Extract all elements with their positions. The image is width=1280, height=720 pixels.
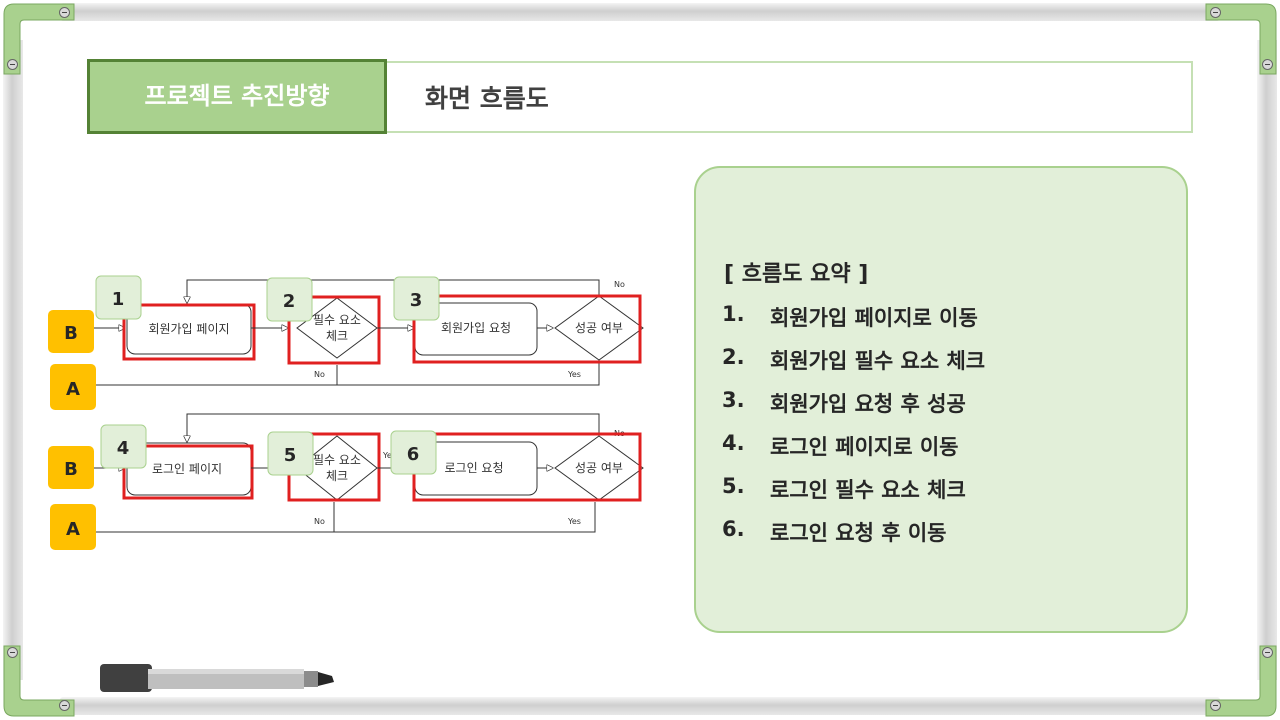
- step-badge-number: 2: [283, 291, 296, 312]
- edge-label-no: No: [314, 517, 325, 526]
- flow-diagram: No B A 회원가입 페이지 필수 요소 체크 No 회원가입 요청 성공 여…: [48, 275, 644, 550]
- connector-a-label: A: [66, 379, 80, 400]
- edge-label-no: No: [614, 280, 625, 289]
- summary-item: 1. 회원가입 페이지로 이동: [722, 302, 985, 345]
- step-badge: [95, 275, 142, 320]
- highlight-step-2: [287, 295, 381, 365]
- summary-item-text: 로그인 필수 요소 체크: [770, 478, 966, 502]
- page-title-bar: 화면 흐름도: [387, 61, 1193, 133]
- frame-screw: [7, 59, 18, 70]
- connector-a[interactable]: [50, 504, 96, 550]
- decision-label: 필수 요소: [313, 453, 361, 467]
- summary-item: 2. 회원가입 필수 요소 체크: [722, 345, 985, 388]
- summary-item-number: 3.: [722, 388, 745, 412]
- summary-item-text: 회원가입 페이지로 이동: [770, 306, 978, 330]
- process-label: 회원가입 요청: [441, 321, 511, 335]
- summary-list: 1. 회원가입 페이지로 이동 2. 회원가입 필수 요소 체크 3. 회원가입 요청…: [722, 302, 985, 560]
- frame-screw: [59, 700, 70, 711]
- flow-signup: No B A 회원가입 페이지 필수 요소 체크 No 회원가입 요청 성공 여…: [48, 275, 644, 410]
- summary-item: 3. 회원가입 요청 후 성공: [722, 388, 985, 431]
- step-badge: [393, 276, 440, 321]
- flow-line: [96, 502, 596, 533]
- process-label: 회원가입 페이지: [148, 322, 229, 336]
- summary-item: 4. 로그인 페이지로 이동: [722, 431, 985, 474]
- edge-label-yes: Yes: [567, 370, 581, 379]
- summary-item: 5. 로그인 필수 요소 체크: [722, 474, 985, 517]
- edge-label-yes: Yes: [567, 517, 581, 526]
- summary-item-text: 로그인 페이지로 이동: [770, 435, 959, 459]
- section-tab-label: 프로젝트 추진방향: [144, 82, 330, 110]
- step-badge-number: 6: [407, 444, 420, 465]
- process-label: 로그인 요청: [444, 461, 503, 475]
- summary-item: 6. 로그인 요청 후 이동: [722, 517, 985, 560]
- decision-label: 성공 여부: [575, 321, 623, 335]
- frame-screw: [1210, 700, 1221, 711]
- section-tab: 프로젝트 추진방향: [87, 59, 387, 134]
- summary-title: [ 흐름도 요약 ]: [724, 262, 869, 287]
- frame-rail-top: [60, 3, 1220, 21]
- summary-item-number: 5.: [722, 474, 745, 498]
- connector-a[interactable]: [50, 364, 96, 410]
- connector-b-label: B: [64, 459, 78, 480]
- decision-label: 필수 요소: [313, 313, 361, 327]
- frame-screw: [7, 647, 18, 658]
- connector-b-label: B: [64, 323, 78, 344]
- step-badge: [390, 430, 437, 475]
- decision-label: 성공 여부: [575, 461, 623, 475]
- highlight-step-1: [122, 303, 256, 361]
- summary-item-number: 6.: [722, 517, 745, 541]
- flow-login: No B A 로그인 페이지 필수 요소 체크 Yes No 로그인 요청 성공…: [48, 413, 644, 550]
- step-badge-number: 4: [117, 438, 130, 459]
- step-badge-number: 5: [284, 445, 297, 466]
- frame-screw: [59, 7, 70, 18]
- step-badge-number: 3: [410, 290, 423, 311]
- decision-label: 체크: [326, 469, 348, 483]
- summary-item-number: 2.: [722, 345, 745, 369]
- highlight-step-3: [412, 294, 642, 364]
- frame-screw: [1262, 647, 1273, 658]
- step-badge-number: 1: [112, 289, 125, 310]
- step-badge: [266, 277, 313, 322]
- summary-panel: [ 흐름도 요약 ] 1. 회원가입 페이지로 이동 2. 회원가입 필수 요소 체…: [694, 166, 1188, 633]
- summary-item-text: 회원가입 필수 요소 체크: [770, 349, 986, 373]
- decision-success[interactable]: [554, 295, 644, 361]
- connector-b[interactable]: [48, 310, 94, 353]
- frame-screw: [1262, 59, 1273, 70]
- marker-pen-icon: [100, 664, 334, 692]
- process-label: 로그인 페이지: [152, 462, 222, 476]
- edge-label-no: No: [314, 370, 325, 379]
- frame-screw: [1210, 7, 1221, 18]
- frame-rail-left: [3, 40, 23, 680]
- highlight-step-4: [122, 444, 254, 500]
- step-badge: [267, 431, 314, 476]
- edge-label-yes: Yes: [382, 451, 396, 460]
- summary-item-text: 로그인 요청 후 이동: [770, 521, 947, 545]
- decision-label: 체크: [326, 329, 348, 343]
- connector-b[interactable]: [48, 446, 94, 489]
- summary-item-number: 4.: [722, 431, 745, 455]
- connector-a-label: A: [66, 519, 80, 540]
- step-badge: [100, 424, 147, 469]
- page-title: 화면 흐름도: [425, 84, 549, 113]
- frame-rail-bottom: [60, 697, 1220, 715]
- summary-item-text: 회원가입 요청 후 성공: [770, 392, 966, 416]
- summary-item-number: 1.: [722, 302, 745, 326]
- frame-rail-right: [1257, 40, 1277, 680]
